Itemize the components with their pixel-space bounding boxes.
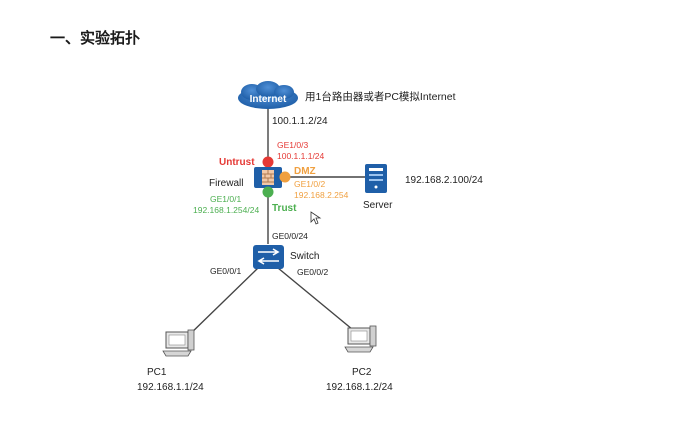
switch-port-pc2: GE0/0/2 [297, 267, 328, 277]
internet-cloud-icon [238, 81, 298, 109]
internet-label: Internet [250, 94, 287, 105]
untrust-zone-label: Untrust [219, 157, 255, 168]
untrust-zone-dot [262, 156, 274, 168]
switch-uplink-port: GE0/0/24 [272, 231, 308, 241]
trust-port-label: GE1/0/1 [210, 194, 241, 204]
switch-icon [253, 245, 284, 269]
dmz-zone-dot [279, 171, 291, 183]
untrust-port-label: GE1/0/3 [277, 140, 308, 150]
pc1-label: PC1 [147, 367, 167, 378]
pc2-ip: 192.168.1.2/24 [326, 382, 393, 393]
cursor-icon [310, 211, 322, 225]
server-label: Server [363, 200, 393, 211]
pc2-icon [344, 325, 377, 353]
server-ip: 192.168.2.100/24 [405, 175, 483, 186]
untrust-ip-label: 100.1.1.1/24 [277, 151, 325, 161]
pc1-icon [162, 329, 195, 357]
link-switch-pc2 [277, 267, 359, 335]
link-switch-pc1 [185, 267, 259, 339]
firewall-label: Firewall [209, 178, 243, 189]
trust-ip-label: 192.168.1.254/24 [193, 205, 259, 215]
page-heading: 一、实验拓扑 [50, 29, 141, 47]
server-icon [365, 164, 387, 193]
trust-zone-dot [262, 186, 274, 198]
dmz-zone-label: DMZ [294, 166, 316, 177]
dmz-ip-label: 192.168.2.254 [294, 190, 349, 200]
trust-zone-label: Trust [272, 203, 297, 214]
pc1-ip: 192.168.1.1/24 [137, 382, 204, 393]
internet-ip: 100.1.1.2/24 [272, 116, 328, 127]
switch-port-pc1: GE0/0/1 [210, 266, 241, 276]
pc2-label: PC2 [352, 367, 372, 378]
dmz-port-label: GE1/0/2 [294, 179, 325, 189]
internet-note: 用1台路由器或者PC模拟Internet [305, 90, 456, 103]
firewall-icon [254, 167, 282, 188]
switch-label: Switch [290, 251, 319, 262]
